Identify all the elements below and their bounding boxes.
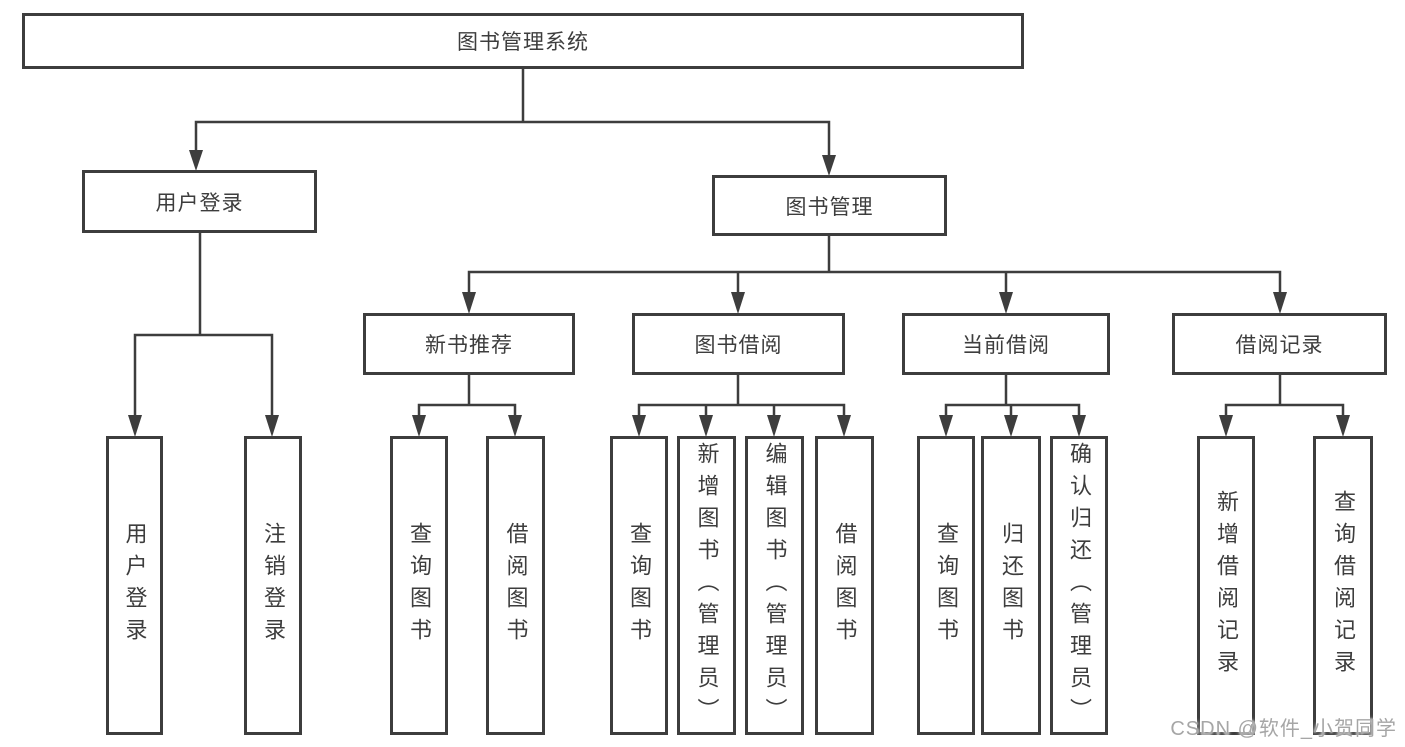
node-leaf-nbr-borrow-book: 借阅图书 xyxy=(486,436,545,735)
arrow-down-icon xyxy=(1336,415,1350,437)
node-current-borrow: 当前借阅 xyxy=(902,313,1110,375)
node-leaf-br-add-record: 新增借阅记录 xyxy=(1197,436,1255,735)
arrow-down-icon xyxy=(731,292,745,314)
arrow-down-icon xyxy=(632,415,646,437)
arrow-down-icon xyxy=(767,415,781,437)
connector xyxy=(637,403,846,416)
arrow-down-icon xyxy=(462,292,476,314)
arrow-down-icon xyxy=(1072,415,1086,437)
node-leaf-cb-return-book: 归还图书 xyxy=(981,436,1041,735)
arrow-down-icon xyxy=(1219,415,1233,437)
arrow-down-icon xyxy=(1273,292,1287,314)
connector xyxy=(194,120,831,156)
arrow-down-icon xyxy=(1004,415,1018,437)
arrow-down-icon xyxy=(837,415,851,437)
node-leaf-user-login: 用户登录 xyxy=(106,436,163,735)
node-leaf-br-query-record: 查询借阅记录 xyxy=(1313,436,1373,735)
arrow-down-icon xyxy=(189,150,203,171)
node-book-borrow: 图书借阅 xyxy=(632,313,845,375)
node-leaf-bb-edit-book-admin: 编辑图书（管理员） xyxy=(745,436,804,735)
node-user-login: 用户登录 xyxy=(82,170,317,233)
connector xyxy=(944,403,1081,416)
watermark: CSDN @软件_小贺同学 xyxy=(1170,718,1397,740)
arrow-down-icon xyxy=(128,415,142,437)
node-leaf-logout: 注销登录 xyxy=(244,436,302,735)
arrow-down-icon xyxy=(508,415,522,437)
arrow-down-icon xyxy=(939,415,953,437)
node-new-book-recommend: 新书推荐 xyxy=(363,313,575,375)
node-leaf-cb-confirm-return-admin: 确认归还（管理员） xyxy=(1050,436,1108,735)
connector xyxy=(467,270,1282,293)
arrow-down-icon xyxy=(999,292,1013,314)
connector xyxy=(1224,403,1345,416)
connector xyxy=(133,333,274,416)
node-borrow-record: 借阅记录 xyxy=(1172,313,1387,375)
node-leaf-bb-borrow-book: 借阅图书 xyxy=(815,436,874,735)
node-root-system: 图书管理系统 xyxy=(22,13,1024,69)
node-leaf-bb-query-book: 查询图书 xyxy=(610,436,668,735)
node-book-management: 图书管理 xyxy=(712,175,947,236)
arrow-down-icon xyxy=(699,415,713,437)
connector xyxy=(417,403,517,416)
node-leaf-cb-query-book: 查询图书 xyxy=(917,436,975,735)
node-leaf-bb-add-book-admin: 新增图书（管理员） xyxy=(677,436,736,735)
arrow-down-icon xyxy=(265,415,279,437)
arrow-down-icon xyxy=(822,155,836,176)
arrow-down-icon xyxy=(412,415,426,437)
node-leaf-nbr-query-book: 查询图书 xyxy=(390,436,448,735)
